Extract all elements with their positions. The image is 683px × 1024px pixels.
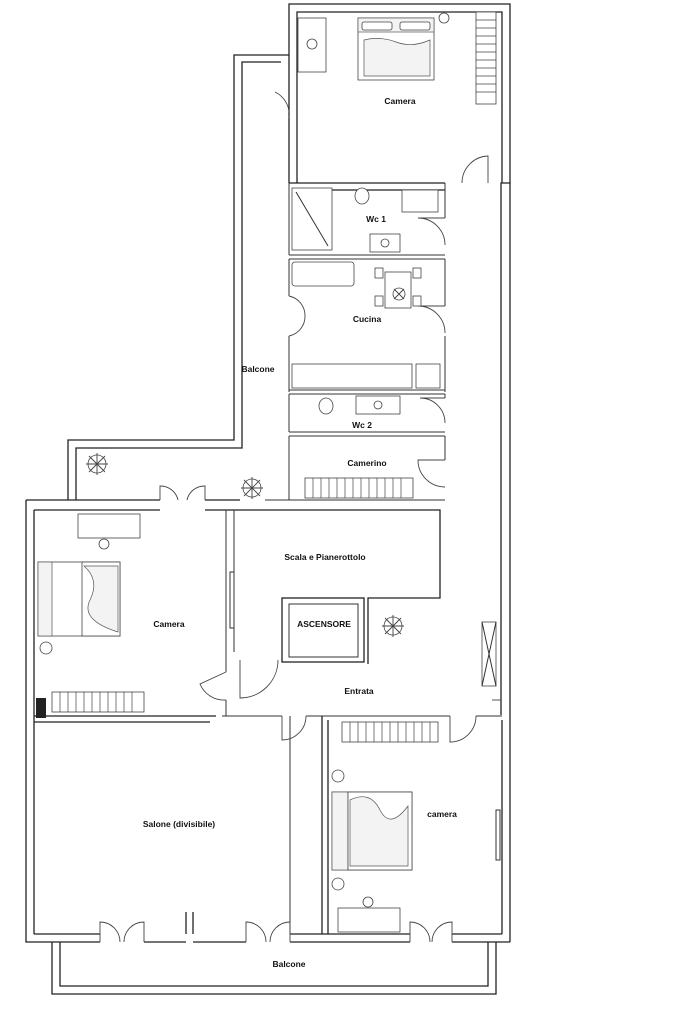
radiator-top: [475, 11, 497, 105]
toilet-wc2: [318, 397, 334, 415]
fridge-cucina: [415, 363, 441, 389]
walls: [25, 3, 511, 995]
lamp-top: [438, 12, 450, 24]
desk-right: [337, 907, 401, 933]
bed-left: [37, 561, 121, 637]
door-camera-right: [449, 715, 477, 743]
door-cucina: [417, 305, 446, 334]
door-balcony-top: [274, 91, 290, 119]
label-entrata: Entrata: [344, 686, 374, 696]
column-left: [36, 698, 46, 718]
door-wc2: [419, 397, 446, 424]
door-camerino: [417, 459, 446, 488]
door-entrata: [239, 659, 279, 699]
plant-icon: [392, 287, 406, 301]
radiator-left: [51, 691, 145, 713]
label-scala: Scala e Pianerottolo: [284, 552, 365, 562]
door-salone-balcony-2: [245, 921, 291, 943]
bed-right: [331, 791, 413, 871]
plant-icon: [382, 615, 404, 637]
label-salone: Salone (divisibile): [143, 819, 215, 829]
cabinet-wc1: [401, 189, 439, 213]
label-camerino: Camerino: [347, 458, 386, 468]
label-camera-right: camera: [427, 809, 457, 819]
lamp-right: [331, 769, 345, 783]
door-camera-top: [461, 155, 489, 184]
counter-cucina: [291, 363, 413, 389]
plant-icon: [86, 453, 108, 475]
label-camera-top: Camera: [384, 96, 415, 106]
label-balcone-bottom: Balcone: [272, 959, 305, 969]
label-ascensore: ASCENSORE: [297, 619, 351, 629]
door-camera-left-balcony: [159, 485, 206, 501]
label-cucina: Cucina: [353, 314, 382, 324]
window-left: [229, 571, 235, 629]
interior-walls: [34, 182, 502, 934]
door-camera-left: [199, 671, 227, 701]
furniture: [36, 11, 501, 933]
desk-left: [77, 513, 141, 539]
door-salone: [281, 715, 307, 741]
lamp-left: [39, 641, 53, 655]
room-labels: Camera Wc 1 Cucina Balcone Wc 2 Camerino…: [143, 96, 457, 969]
toilet-wc1: [354, 187, 370, 205]
doors: [99, 91, 501, 943]
door-cucina-balcony: [288, 295, 306, 337]
label-balcone-side: Balcone: [241, 364, 274, 374]
door-salone-balcony-1: [99, 921, 145, 943]
window-right: [495, 809, 501, 861]
label-wc1: Wc 1: [366, 214, 386, 224]
radiator-right: [341, 721, 439, 743]
label-wc2: Wc 2: [352, 420, 372, 430]
label-camera-left: Camera: [153, 619, 184, 629]
sofa-cucina: [291, 261, 355, 287]
plant-icon: [241, 477, 263, 499]
door-camera-right-balcony: [409, 921, 453, 943]
door-wc1: [417, 217, 446, 246]
radiator-camerino: [304, 477, 414, 499]
bed-top: [357, 17, 435, 81]
